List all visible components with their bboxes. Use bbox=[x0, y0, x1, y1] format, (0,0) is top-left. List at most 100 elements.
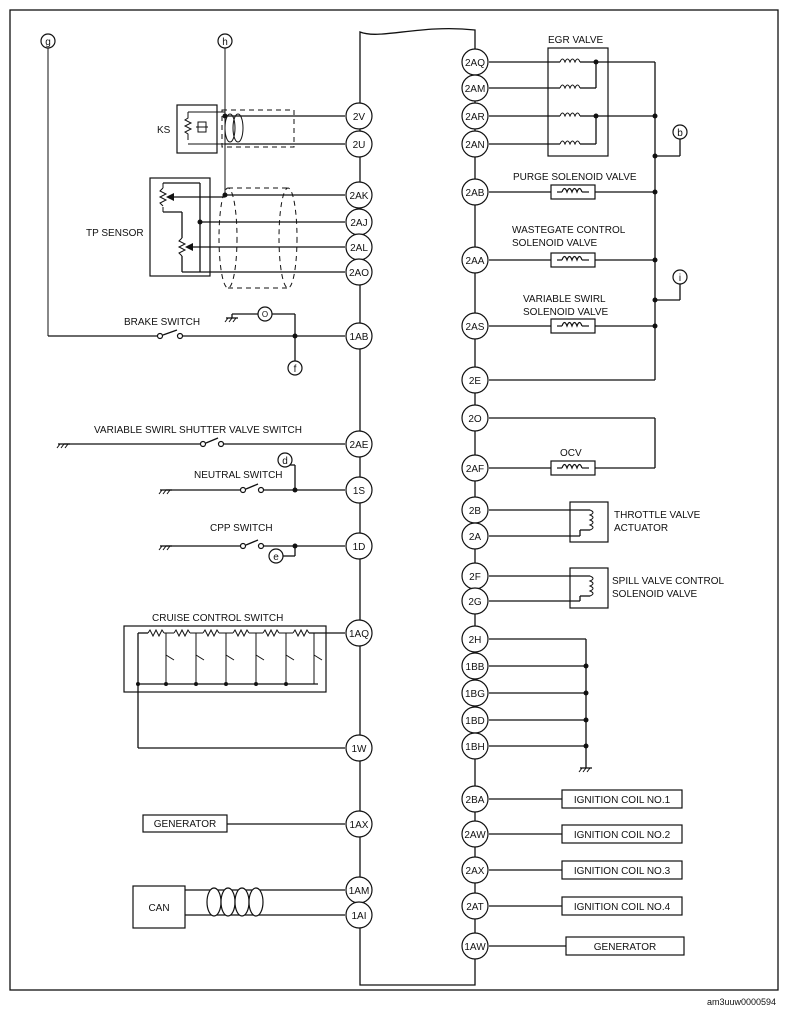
pin-2h: 2H bbox=[461, 625, 489, 653]
svg-text:1AM: 1AM bbox=[349, 886, 370, 897]
svg-text:2AT: 2AT bbox=[466, 902, 484, 913]
ref-d: d bbox=[277, 452, 293, 468]
svg-text:2AL: 2AL bbox=[350, 243, 368, 254]
svg-text:2F: 2F bbox=[469, 572, 481, 583]
svg-text:2G: 2G bbox=[468, 597, 482, 608]
tp-sensor bbox=[149, 177, 211, 277]
svg-text:1BH: 1BH bbox=[465, 742, 484, 753]
pin-2f: 2F bbox=[461, 562, 489, 590]
pin-2as: 2AS bbox=[461, 312, 489, 340]
knock-sensor bbox=[176, 104, 225, 154]
pin-2aw: 2AW bbox=[461, 820, 489, 848]
svg-text:h: h bbox=[222, 37, 228, 48]
throttle-label-1: THROTTLE VALVE bbox=[614, 510, 701, 521]
svg-text:1AW: 1AW bbox=[464, 942, 486, 953]
ref-h: h bbox=[217, 33, 233, 49]
svg-text:g: g bbox=[45, 37, 51, 48]
ref-f: f bbox=[287, 360, 303, 376]
pin-2a: 2A bbox=[461, 522, 489, 550]
pin-2am: 2AM bbox=[461, 74, 489, 102]
svg-text:2AS: 2AS bbox=[466, 322, 485, 333]
svg-text:2B: 2B bbox=[469, 506, 482, 517]
svg-text:b: b bbox=[677, 128, 683, 139]
svg-text:CAN: CAN bbox=[148, 903, 169, 914]
pin-2al: 2AL bbox=[345, 233, 373, 261]
pin-1bd: 1BD bbox=[461, 706, 489, 734]
svg-text:1AQ: 1AQ bbox=[349, 629, 369, 640]
pin-2g: 2G bbox=[461, 587, 489, 615]
brake-switch-label: BRAKE SWITCH bbox=[124, 317, 200, 328]
svg-text:1AB: 1AB bbox=[350, 332, 369, 343]
pin-1bg: 1BG bbox=[461, 679, 489, 707]
pin-1ax: 1AX bbox=[345, 810, 373, 838]
cruise-switch-label: CRUISE CONTROL SWITCH bbox=[152, 613, 283, 624]
svg-text:1S: 1S bbox=[353, 486, 366, 497]
svg-text:i: i bbox=[679, 273, 681, 284]
svg-text:2AR: 2AR bbox=[465, 112, 484, 123]
svg-text:1AX: 1AX bbox=[350, 820, 369, 831]
svg-text:1BB: 1BB bbox=[466, 662, 485, 673]
wastegate-coil-icon bbox=[550, 252, 596, 268]
vs-valve-switch-label: VARIABLE SWIRL SHUTTER VALVE SWITCH bbox=[94, 425, 302, 436]
svg-text:e: e bbox=[273, 552, 279, 563]
pcm-module-outline bbox=[359, 27, 476, 986]
pin-2b: 2B bbox=[461, 496, 489, 524]
svg-text:IGNITION COIL NO.3: IGNITION COIL NO.3 bbox=[574, 866, 671, 877]
ignition-coil-4 bbox=[561, 896, 683, 916]
svg-text:d: d bbox=[282, 456, 288, 467]
svg-text:GENERATOR: GENERATOR bbox=[594, 942, 656, 953]
swirl-valve-label-2: SOLENOID VALVE bbox=[523, 307, 609, 318]
egr-valve bbox=[547, 47, 609, 157]
pin-2ao: 2AO bbox=[345, 258, 373, 286]
svg-text:IGNITION COIL NO.4: IGNITION COIL NO.4 bbox=[574, 902, 671, 913]
pin-1aq: 1AQ bbox=[345, 619, 373, 647]
wastegate-label-1: WASTEGATE CONTROL bbox=[512, 225, 626, 236]
svg-text:2E: 2E bbox=[469, 376, 482, 387]
throttle-actuator bbox=[569, 501, 609, 543]
pin-2an: 2AN bbox=[461, 130, 489, 158]
ground-icon bbox=[578, 767, 593, 773]
purge-valve-label: PURGE SOLENOID VALVE bbox=[513, 172, 637, 183]
svg-text:2AB: 2AB bbox=[466, 188, 485, 199]
pin-1ai: 1AI bbox=[345, 901, 373, 929]
pin-1s: 1S bbox=[345, 476, 373, 504]
svg-text:2AA: 2AA bbox=[466, 256, 485, 267]
swirl-valve-label-1: VARIABLE SWIRL bbox=[523, 294, 606, 305]
svg-text:2AJ: 2AJ bbox=[350, 218, 367, 229]
ref-b: b bbox=[672, 124, 688, 140]
throttle-label-2: ACTUATOR bbox=[614, 523, 668, 534]
tp-sensor-label: TP SENSOR bbox=[86, 228, 144, 239]
swirl-coil-icon bbox=[550, 318, 596, 334]
pin-1bh: 1BH bbox=[461, 732, 489, 760]
svg-text:2AO: 2AO bbox=[349, 268, 369, 279]
svg-text:2H: 2H bbox=[469, 635, 482, 646]
svg-text:2V: 2V bbox=[353, 112, 366, 123]
pin-1w: 1W bbox=[345, 734, 373, 762]
pin-1aw: 1AW bbox=[461, 932, 489, 960]
pin-2ab: 2AB bbox=[461, 178, 489, 206]
pin-1ab: 1AB bbox=[345, 322, 373, 350]
svg-text:2BA: 2BA bbox=[466, 795, 485, 806]
brake-switch bbox=[48, 329, 345, 340]
ref-i: i bbox=[672, 269, 688, 285]
pin-2ae: 2AE bbox=[345, 430, 373, 458]
ignition-coil-2 bbox=[561, 824, 683, 844]
svg-text:GENERATOR: GENERATOR bbox=[154, 819, 216, 830]
spill-label-1: SPILL VALVE CONTROL bbox=[612, 576, 725, 587]
pin-2u: 2U bbox=[345, 130, 373, 158]
ref-g: g bbox=[40, 33, 56, 49]
pin-1d: 1D bbox=[345, 532, 373, 560]
pin-2ba: 2BA bbox=[461, 785, 489, 813]
pin-2e: 2E bbox=[461, 366, 489, 394]
cpp-switch-label: CPP SWITCH bbox=[210, 523, 273, 534]
pin-2ar: 2AR bbox=[461, 102, 489, 130]
svg-text:2AN: 2AN bbox=[465, 140, 484, 151]
svg-text:1BG: 1BG bbox=[465, 689, 485, 700]
pin-2aq: 2AQ bbox=[461, 48, 489, 76]
pin-2aa: 2AA bbox=[461, 246, 489, 274]
svg-text:2AK: 2AK bbox=[350, 191, 369, 202]
svg-text:2A: 2A bbox=[469, 532, 482, 543]
pin-2ax: 2AX bbox=[461, 856, 489, 884]
svg-text:2AE: 2AE bbox=[350, 440, 369, 451]
pin-2af: 2AF bbox=[461, 454, 489, 482]
